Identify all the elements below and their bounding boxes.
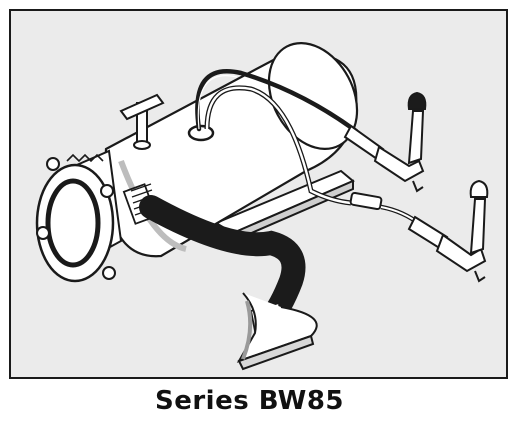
floor-nozzle: [236, 292, 318, 371]
flange-bolt: [100, 184, 114, 198]
t-handle: [119, 93, 165, 150]
power-cable-black: [195, 69, 359, 134]
alligator-clip-lower: [407, 179, 489, 283]
cable-grommet: [187, 124, 215, 142]
illustration-frame: [9, 9, 508, 379]
product-caption: Series BW85: [0, 386, 519, 416]
series-label: Series BW85: [154, 386, 344, 416]
heater-unit-illustration: [35, 42, 489, 371]
flange-bolt: [46, 157, 60, 171]
front-flange: [35, 157, 116, 283]
flange-bolt: [36, 226, 50, 240]
flange-bolt: [102, 266, 116, 280]
flexible-hose: [139, 195, 306, 333]
alligator-clip-upper: [343, 91, 427, 193]
inline-connector: [349, 191, 423, 227]
